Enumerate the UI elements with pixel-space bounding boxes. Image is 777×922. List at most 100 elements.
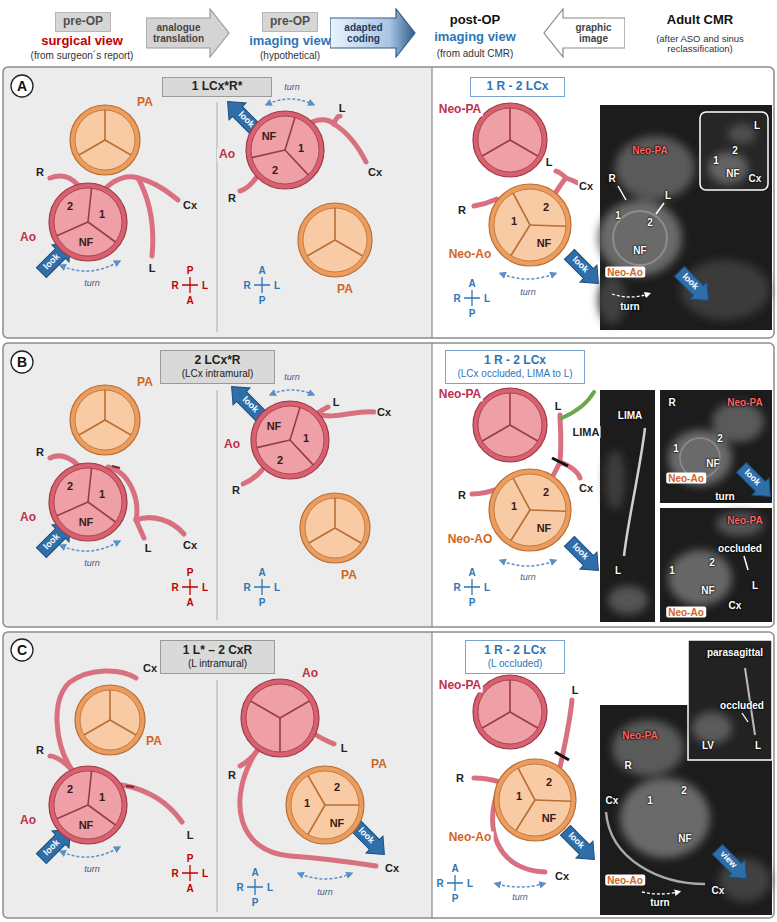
coronary-arteries [50, 116, 580, 872]
lima-graft [562, 392, 594, 418]
box-title: 1 R - 2 LCx [484, 644, 546, 658]
sinus-number: 2 [272, 164, 278, 176]
vessel-label: L [554, 400, 563, 412]
turn-label: turn [83, 279, 101, 289]
vessel-name: PA [335, 283, 355, 296]
image-label: R [624, 760, 631, 771]
sinus-number: NF [79, 516, 94, 528]
valve-node: Neo-PA [472, 102, 548, 178]
valve-outline [74, 684, 146, 756]
view-arrows [33, 93, 777, 887]
image-label: L [752, 580, 758, 591]
image-label: 1 [669, 565, 675, 576]
valve-outline [48, 182, 128, 262]
valve-node: 21NFAo [48, 462, 128, 542]
sinus-number: NF [537, 522, 552, 534]
vessel-name: Neo-PA [437, 103, 483, 116]
valve-outline [472, 102, 548, 178]
compass-letter: R [243, 280, 250, 291]
valve-outline [69, 384, 141, 456]
arrow-label: look [356, 826, 376, 846]
image-label: NF [633, 245, 646, 256]
vessel-name: PA [135, 96, 155, 109]
view-note: (from surgeon´s report) [31, 50, 134, 61]
valve-node: 12NFNeo-Ao [493, 758, 577, 842]
compass-letter: A [186, 883, 193, 894]
box-title: 1 R - 2 LCx [484, 354, 546, 368]
compass-letter: A [451, 863, 458, 874]
arrow-text: analogue translation [149, 8, 208, 58]
image-label: 2 [732, 145, 738, 156]
compass-letter: P [469, 308, 476, 319]
arrow-text: graphic image [565, 8, 622, 58]
turn-label: turn [316, 888, 334, 898]
compass-letter: P [187, 853, 194, 864]
badge-letter: B [10, 350, 34, 374]
arrow-label: look [570, 255, 590, 275]
image-label: Neo-Ao [666, 607, 706, 618]
valve-node: 21NFAo [48, 182, 128, 262]
valve-node: 21NFAo [48, 765, 128, 845]
vessel-label: R [457, 489, 467, 501]
compass-letter: R [236, 882, 243, 893]
image-label: turn [650, 897, 669, 908]
box-title: 2 LCx*R [194, 354, 240, 368]
panel-badge: A [10, 74, 34, 98]
valve-outline [297, 202, 373, 278]
process-arrow: graphic image [543, 8, 625, 58]
image-label: 2 [709, 557, 715, 568]
compass-letter: A [186, 597, 193, 608]
image-label: L [665, 190, 671, 201]
coding-box: 1 LCx*R* [162, 77, 272, 97]
vessel-name: Ao [217, 148, 237, 161]
panel-badge: B [10, 350, 34, 374]
vessel-label: L [148, 262, 157, 274]
sinus-number: 2 [67, 200, 73, 212]
compass-letter: P [187, 567, 194, 578]
vessel-label: Cx [182, 539, 198, 551]
sinus-number: NF [542, 812, 557, 824]
box-subtitle: (L occluded) [488, 658, 543, 670]
image-label: Cx [729, 600, 742, 611]
compass-letter: P [187, 265, 194, 276]
panel-frames [3, 67, 774, 918]
vessel-name: Neo-AO [446, 533, 495, 546]
valve-node: 21NFNeo-Ao [488, 183, 572, 267]
arrow-label: look [42, 838, 62, 858]
vessel-name: Ao [18, 511, 38, 524]
compass-letter: A [258, 265, 265, 276]
box-title: pre-OP [63, 15, 103, 29]
box-subtitle: (LCx intramural) [182, 368, 254, 380]
compass-letter: R [171, 582, 178, 593]
vessel-name: PA [339, 569, 359, 582]
compass-letter: A [251, 867, 258, 878]
valve-outline [472, 674, 548, 750]
vessel-name: PA [144, 735, 164, 748]
compass-letter: L [484, 293, 490, 304]
image-label: Neo-PA [622, 730, 657, 741]
vessel-name: Ao [18, 231, 38, 244]
sinus-number: 1 [511, 215, 517, 227]
compass-letter: L [484, 582, 490, 593]
compass-letter: A [468, 567, 475, 578]
view-title: Adult CMR [667, 13, 733, 27]
vessel-name: Neo-PA [437, 679, 483, 692]
image-label: Neo-Ao [605, 875, 645, 886]
image-label: 1 [673, 443, 679, 454]
image-label: R [668, 397, 675, 408]
image-label: turn [715, 491, 734, 502]
valve-node: AoNF12 [250, 400, 330, 480]
vessel-label: R [35, 166, 45, 178]
compass-letter: P [252, 897, 259, 908]
compass-letter: L [202, 868, 208, 879]
vessel-name: Neo-Ao [447, 248, 494, 261]
sinus-number: 2 [546, 776, 552, 788]
badge-letter: A [10, 74, 34, 98]
vessel-label: L [332, 396, 341, 408]
image-label: Cx [606, 795, 619, 806]
sinus-number: 2 [334, 781, 340, 793]
image-label: occluded [720, 700, 764, 711]
compass-letter: P [259, 295, 266, 306]
valve-outline [493, 758, 577, 842]
image-label: L [754, 120, 760, 131]
